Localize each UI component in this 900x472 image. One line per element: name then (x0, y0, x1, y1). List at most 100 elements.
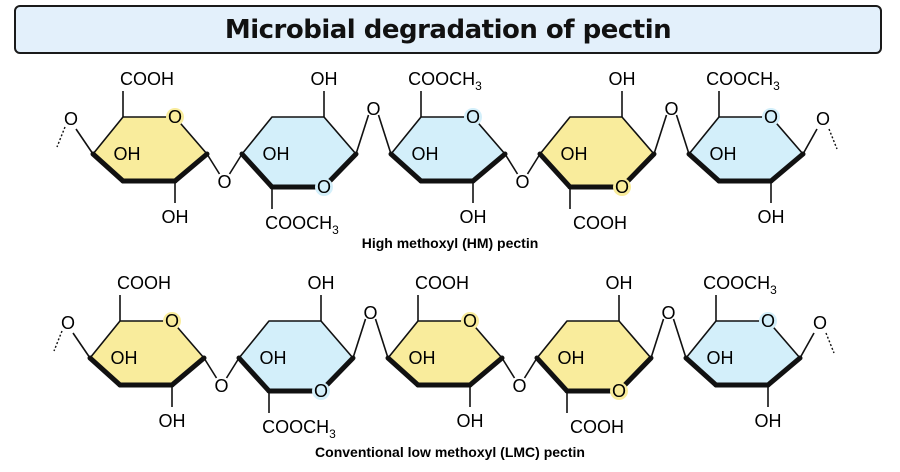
ring-oxygen-label: O (612, 381, 626, 401)
ring-oxygen-label: O (463, 311, 477, 331)
ring-bold-edge (534, 355, 570, 394)
glycosidic-oxygen: O (664, 99, 678, 119)
ring-oxygen-mask (163, 312, 181, 330)
bottom-substituent: OH (758, 207, 785, 227)
glycosidic-oxygen: O (363, 303, 377, 323)
glycosidic-bond (675, 114, 690, 155)
bottom-substituent: OH (755, 411, 782, 431)
ring-bold-edge (467, 355, 505, 388)
title-banner: Microbial degradation of pectin (14, 5, 882, 54)
bottom-substituent: OH (457, 411, 484, 431)
glycosidic-bond (526, 153, 541, 175)
inner-hydroxyl: OH (260, 348, 287, 368)
glycosidic-bond (355, 114, 370, 155)
top-substituent: COOCH3 (703, 273, 777, 297)
end-bond (802, 128, 818, 155)
ring-oxygen-mask (610, 382, 628, 400)
glycosidic-bond (206, 153, 221, 175)
inner-hydroxyl: OH (412, 144, 439, 164)
ring-4: O OH OH COOH (537, 69, 657, 233)
end-dash (56, 126, 66, 148)
chain-2: OCOOHOHOHOOHOHCOOCH3OCOOHOHOHOOHOHCOOHOC… (53, 273, 835, 460)
ring-oxygen-mask (762, 108, 780, 126)
ring-oxygen-label: O (317, 177, 331, 197)
ring-bold-edge (239, 151, 275, 190)
bottom-substituent: COOH (573, 213, 627, 233)
bottom-substituent: OH (162, 207, 189, 227)
inner-hydroxyl: OH (111, 348, 138, 368)
ring-oxygen-mask (759, 312, 777, 330)
ring-bold-edge (172, 151, 210, 184)
end-bond (72, 332, 91, 359)
glycosidic-bond (504, 153, 519, 175)
glycosidic-bond (203, 357, 218, 379)
ring-oxygen-label: O (165, 311, 179, 331)
ring-oxygen-label: O (615, 177, 629, 197)
ring-bold-edge (388, 151, 424, 184)
inner-hydroxyl: OH (707, 348, 734, 368)
glycosidic-oxygen: O (214, 376, 228, 396)
ring-bold-edge (537, 151, 573, 190)
bottom-substituent: COOCH3 (262, 417, 336, 441)
ring-bold-edge (683, 355, 719, 388)
ring-oxygen-mask (461, 312, 479, 330)
top-substituent: OH (311, 69, 338, 89)
glycosidic-oxygen: O (512, 376, 526, 396)
glycosidic-bond (523, 357, 538, 379)
diagram-title: Microbial degradation of pectin (224, 14, 672, 45)
glycosidic-bond (352, 318, 367, 359)
ring-2: O OH OH COOCH3 (236, 273, 356, 441)
glycosidic-oxygen: O (366, 99, 380, 119)
inner-hydroxyl: OH (114, 144, 141, 164)
end-dash (825, 332, 835, 354)
bottom-substituent: COOCH3 (265, 213, 339, 237)
end-dash (828, 128, 838, 150)
ring-bold-edge (470, 151, 508, 184)
chain-caption: Conventional low methoxyl (LMC) pectin (315, 444, 585, 460)
ring-bold-edge (236, 355, 272, 394)
bottom-substituent: OH (159, 411, 186, 431)
inner-hydroxyl: OH (710, 144, 737, 164)
glycosidic-bond (501, 357, 516, 379)
ring-bold-edge (169, 355, 207, 388)
inner-hydroxyl: OH (558, 348, 585, 368)
glycosidic-bond (650, 318, 665, 359)
end-bond (75, 128, 94, 155)
end-bond (799, 332, 815, 359)
glycosidic-oxygen: O (515, 172, 529, 192)
ring-oxygen-label: O (314, 381, 328, 401)
glycosidic-bond (225, 357, 240, 379)
glycosidic-bond (653, 114, 668, 155)
glycosidic-bond (374, 318, 389, 359)
ring-bold-edge (765, 355, 803, 388)
ring-bold-edge (768, 151, 806, 184)
top-substituent: OH (609, 69, 636, 89)
top-substituent: OH (606, 273, 633, 293)
chain-caption: High methoxyl (HM) pectin (362, 235, 539, 251)
ring-oxygen-mask (166, 108, 184, 126)
inner-hydroxyl: OH (561, 144, 588, 164)
glycosidic-bond (672, 318, 687, 359)
ring-1: O COOH OH OH (90, 69, 210, 227)
chain-1: OCOOHOHOHOOHOHCOOCH3OCOOCH3OHOHOOHOHCOOH… (56, 69, 838, 251)
top-substituent: COOH (120, 69, 174, 89)
glycosidic-bond (377, 114, 392, 155)
ring-oxygen-mask (312, 382, 330, 400)
ring-oxygen-label: O (168, 107, 182, 127)
chain-end-oxygen: O (813, 313, 827, 333)
ring-oxygen-label: O (764, 107, 778, 127)
end-dash (53, 330, 63, 352)
top-substituent: OH (308, 273, 335, 293)
top-substituent: COOCH3 (408, 69, 482, 93)
ring-oxygen-mask (464, 108, 482, 126)
chain-end-oxygen: O (61, 313, 75, 333)
ring-bold-edge (87, 355, 123, 388)
ring-bold-edge (385, 355, 421, 388)
